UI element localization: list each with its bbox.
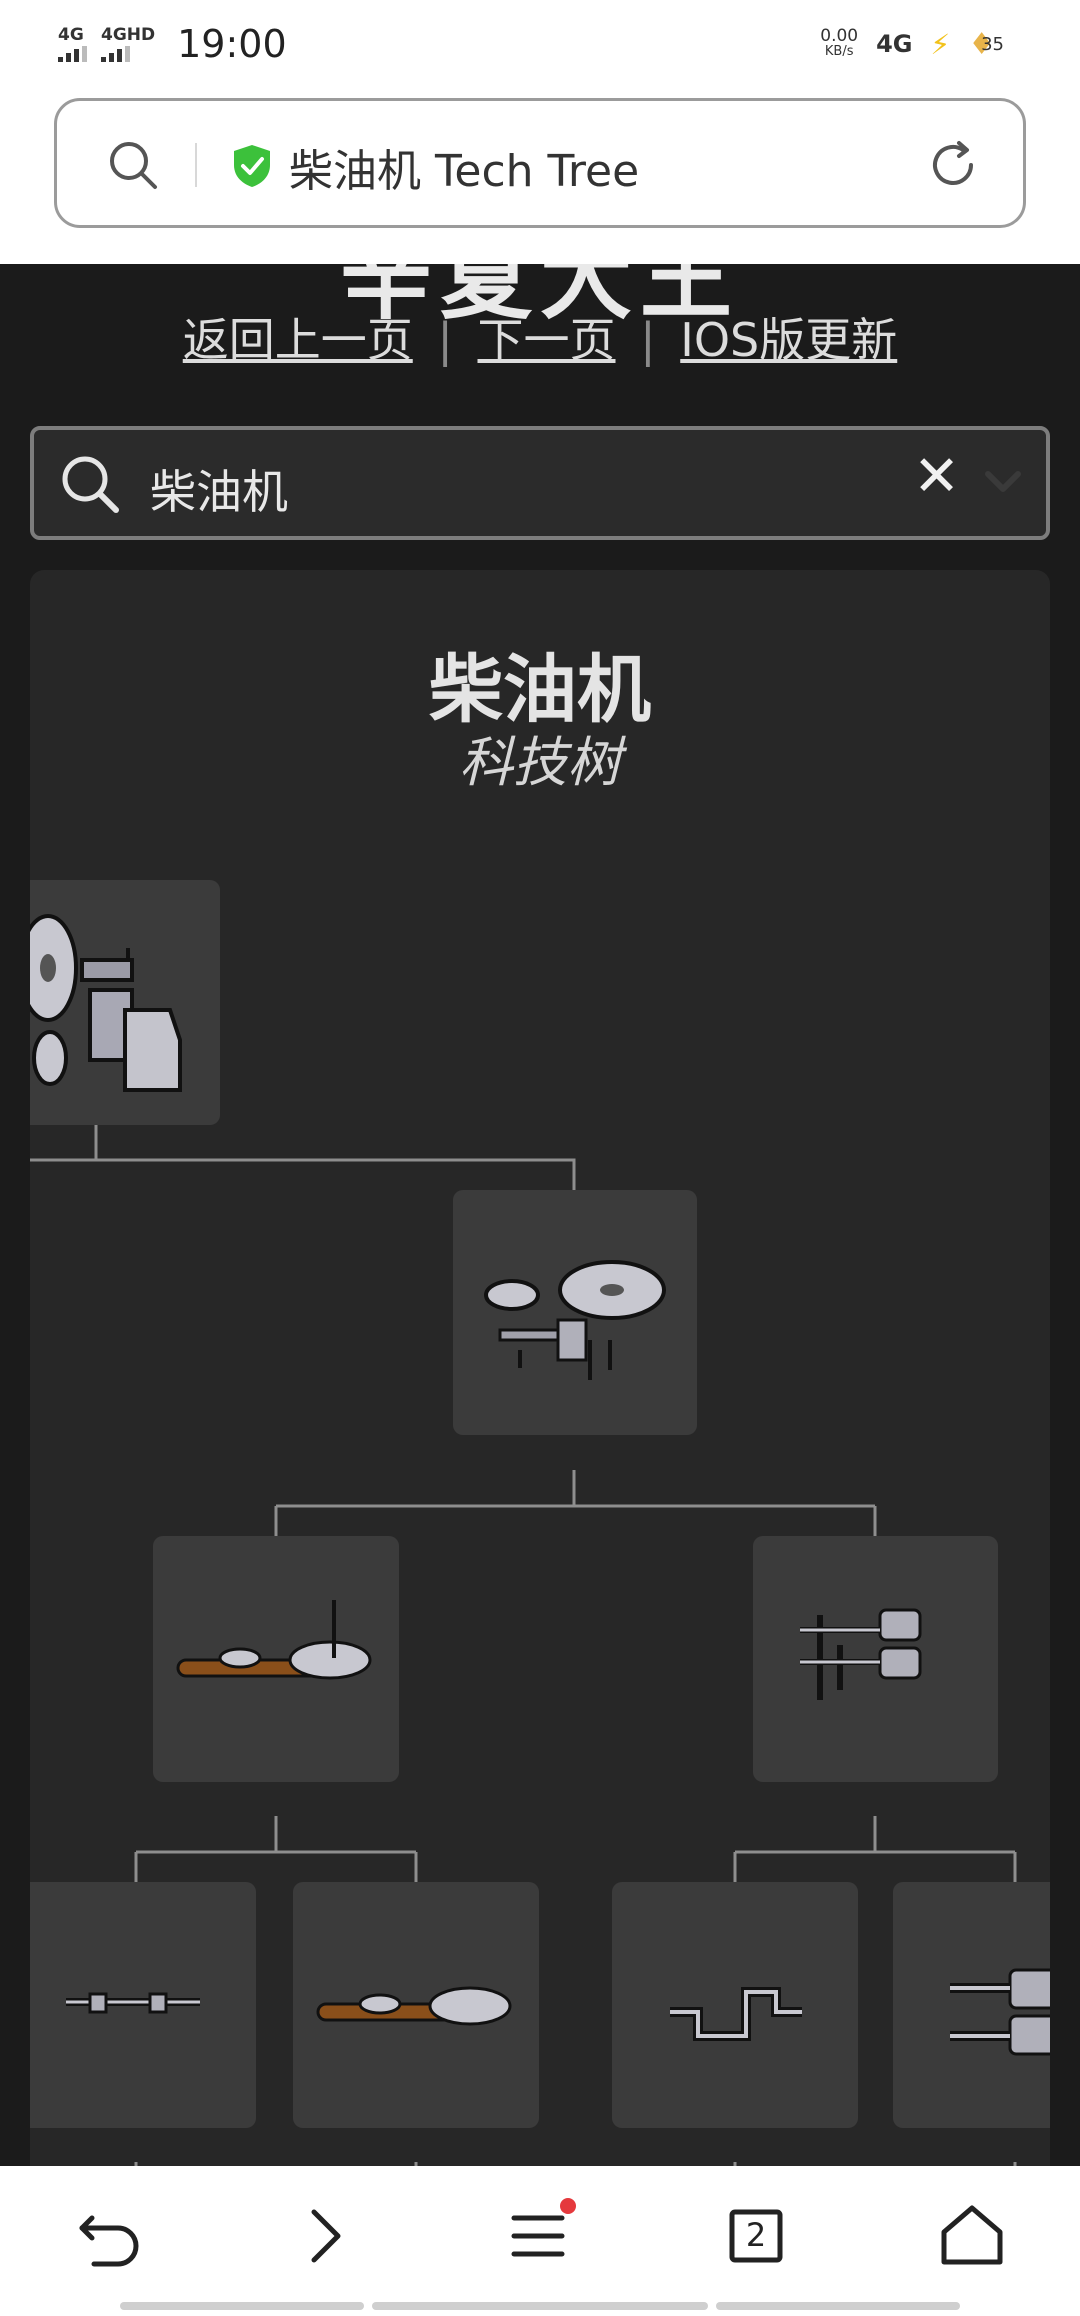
signal-bars-icon (101, 45, 130, 62)
gesture-bar-segment (372, 2302, 708, 2310)
site-title: 辛夏大王 (339, 264, 740, 332)
signal-indicator-1: 4G (58, 24, 87, 62)
gesture-bar-segment (716, 2302, 960, 2310)
browser-toolbar: 柴油机 Tech Tree (0, 88, 1080, 264)
home-icon[interactable] (932, 2196, 1012, 2276)
tech-tree-graph (30, 880, 1050, 2166)
back-icon[interactable] (70, 2196, 150, 2276)
page-title-address[interactable]: 柴油机 Tech Tree (289, 146, 640, 197)
tree-subtitle: 科技树 (459, 731, 621, 794)
forward-icon[interactable] (284, 2196, 364, 2276)
battery-indicator: ♦ 35 (968, 27, 1004, 62)
tabs-count: 2 (745, 2216, 767, 2254)
page-nav-links: 返回上一页 | 下一页 | IOS版更新 (0, 304, 1080, 370)
ios-update-link[interactable]: IOS版更新 (680, 313, 898, 367)
item-search-box[interactable]: 柴油机 ✕ (30, 426, 1050, 540)
crankshaft-pistons-icon (800, 1608, 922, 1700)
tree-node-pulley-assembly[interactable] (453, 1190, 697, 1435)
charging-icon: ⚡ (930, 27, 951, 61)
notification-dot (560, 2198, 576, 2214)
tree-node-crankshaft-pistons[interactable] (753, 1536, 998, 1782)
address-divider (195, 143, 197, 187)
status-right: 0.00 KB/s 4G ⚡ ♦ 35 (820, 22, 1004, 66)
web-page: 辛夏大王 返回上一页 | 下一页 | IOS版更新 柴油机 ✕ 柴油机 科技树 (0, 264, 1080, 2166)
back-link[interactable]: 返回上一页 (182, 313, 413, 367)
drive-belt-shaft-icon (176, 1600, 372, 1680)
tree-node-piston-cylinders[interactable] (893, 1882, 1050, 2128)
next-link[interactable]: 下一页 (477, 313, 616, 367)
refresh-icon[interactable] (925, 137, 981, 193)
diesel-engine-icon (30, 914, 182, 1092)
signal-1-label: 4G (58, 24, 84, 45)
flywheel-shaft-icon (66, 1992, 200, 2014)
signal-bars-icon (58, 45, 87, 62)
piston-cylinders-icon (950, 1968, 1050, 2056)
browser-bottom-nav: 2 (0, 2166, 1080, 2316)
net-speed-unit: KB/s (824, 44, 854, 59)
gesture-bar-segment (120, 2302, 364, 2310)
secure-shield-icon (234, 145, 270, 187)
search-icon (62, 456, 119, 513)
tree-connectors (30, 1125, 1017, 2166)
search-input[interactable]: 柴油机 (150, 465, 288, 519)
search-icon[interactable] (105, 137, 161, 193)
nav-separator: | (437, 313, 453, 367)
signal-indicator-2: 4GHD (101, 24, 156, 62)
status-bar: 4G 4GHD 19:00 0.00 KB/s 4G ⚡ ♦ 35 (0, 0, 1080, 88)
crankshaft-icon (670, 1987, 802, 2041)
belt-shaft-icon (316, 1986, 512, 2026)
tech-tree-panel: 柴油机 科技树 (30, 570, 1050, 2166)
chevron-down-icon[interactable] (980, 458, 1026, 504)
status-left: 4G 4GHD 19:00 (58, 20, 287, 68)
status-time: 19:00 (177, 22, 287, 66)
battery-level: 35 (981, 33, 1004, 55)
tabs-button[interactable]: 2 (716, 2196, 796, 2276)
signal-2-label: 4GHD (101, 24, 156, 45)
battery-gem-icon: ♦ (968, 26, 996, 62)
tree-node-belt-shaft[interactable] (293, 1882, 539, 2128)
tree-node-diesel-engine[interactable] (30, 880, 220, 1125)
pulley-assembly-icon (484, 1260, 666, 1380)
clear-search-icon[interactable]: ✕ (913, 444, 960, 509)
tabs-icon (729, 2209, 783, 2263)
tree-node-drive-belt-shaft[interactable] (153, 1536, 399, 1782)
net-speed-value: 0.00 (820, 26, 859, 46)
tree-title: 柴油机 (429, 647, 651, 733)
network-speed: 0.00 KB/s (820, 28, 858, 60)
network-type: 4G (876, 30, 913, 58)
tree-node-crankshaft[interactable] (612, 1882, 858, 2128)
menu-icon[interactable] (500, 2196, 580, 2276)
address-bar[interactable]: 柴油机 Tech Tree (54, 98, 1026, 228)
nav-separator: | (640, 313, 656, 367)
tree-node-flywheel-shaft[interactable] (30, 1882, 256, 2128)
